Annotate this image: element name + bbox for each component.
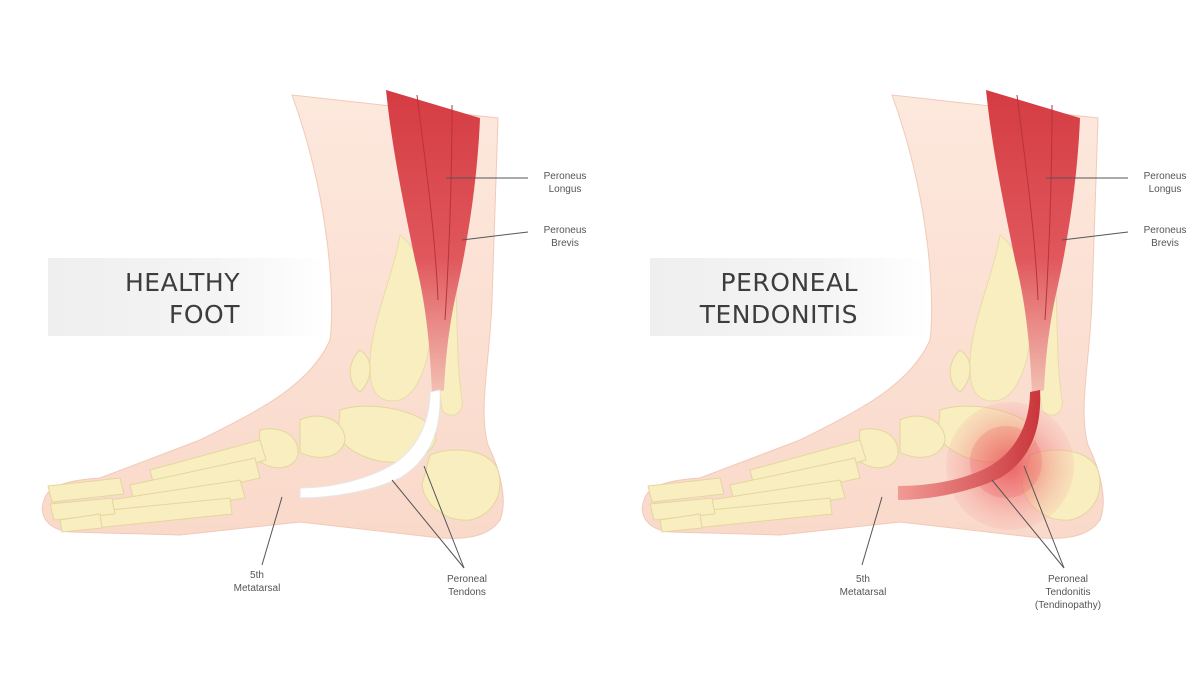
- label-text: Peroneal: [1047, 574, 1089, 585]
- title-band: [650, 258, 930, 336]
- label-text: Peroneus: [1143, 171, 1187, 182]
- label-text: Peroneus: [543, 171, 587, 182]
- peroneus-muscles: [386, 90, 480, 395]
- label-text: Metatarsal: [233, 583, 281, 594]
- label-peroneus-brevis: Peroneus Brevis: [1130, 224, 1200, 250]
- label-text: 5th: [856, 574, 870, 585]
- peroneal-tendons-healthy: [299, 389, 441, 499]
- label-text: Peroneus: [1143, 225, 1187, 236]
- title-line-2: TENDONITIS: [699, 300, 858, 329]
- label-text: Longus: [548, 184, 582, 195]
- healthy-foot-panel: HEALTHY FOOT Peroneus Longus Peroneus Br…: [41, 90, 600, 599]
- peroneus-muscles: [986, 90, 1080, 395]
- leader-brevis: [461, 231, 529, 241]
- tendonitis-foot-illustration: [641, 90, 1129, 569]
- peroneal-tendons-inflamed: [898, 390, 1041, 500]
- label-text: Brevis: [1151, 238, 1179, 249]
- label-text: Peroneus: [543, 225, 587, 236]
- label-text: Tendonitis: [1045, 587, 1091, 598]
- label-peroneus-longus: Peroneus Longus: [1130, 170, 1200, 196]
- label-text: Tendons: [448, 587, 486, 598]
- label-peroneal-tendonitis: Peroneal Tendonitis (Tendinopathy): [1028, 573, 1108, 612]
- leader-metatarsal: [261, 496, 283, 566]
- label-text: Longus: [1148, 184, 1182, 195]
- leader-tendon-b: [1023, 465, 1065, 569]
- healthy-foot-illustration: [41, 90, 529, 569]
- leader-tendon-b: [423, 465, 465, 569]
- label-5th-metatarsal: 5th Metatarsal: [222, 569, 292, 595]
- leader-brevis: [1061, 231, 1129, 241]
- label-text: Metatarsal: [839, 587, 887, 598]
- label-text: Brevis: [551, 238, 579, 249]
- muscle-divider-1: [1016, 94, 1039, 301]
- label-peroneal-tendons: Peroneal Tendons: [432, 573, 502, 599]
- title-line-1: HEALTHY: [124, 268, 240, 297]
- label-peroneus-brevis: Peroneus Brevis: [530, 224, 600, 250]
- leader-metatarsal: [861, 496, 883, 566]
- leader-tendon-a: [991, 479, 1065, 569]
- tendonitis-panel: PERONEAL TENDONITIS Peroneus Longus Pero…: [600, 0, 1200, 676]
- leader-tendon-a: [391, 479, 465, 569]
- label-text: 5th: [250, 570, 264, 581]
- foot-bones: [47, 349, 501, 533]
- label-text: Peroneal: [446, 574, 488, 585]
- muscle-divider-2: [444, 104, 453, 321]
- title-line-1: PERONEAL: [720, 268, 858, 297]
- title-band: [48, 258, 328, 336]
- label-5th-metatarsal: 5th Metatarsal: [828, 573, 898, 599]
- label-text: (Tendinopathy): [1034, 600, 1102, 611]
- muscle-divider-2: [1044, 104, 1053, 321]
- muscle-divider-1: [416, 94, 439, 301]
- label-peroneus-longus: Peroneus Longus: [530, 170, 600, 196]
- title-line-2: FOOT: [168, 300, 240, 329]
